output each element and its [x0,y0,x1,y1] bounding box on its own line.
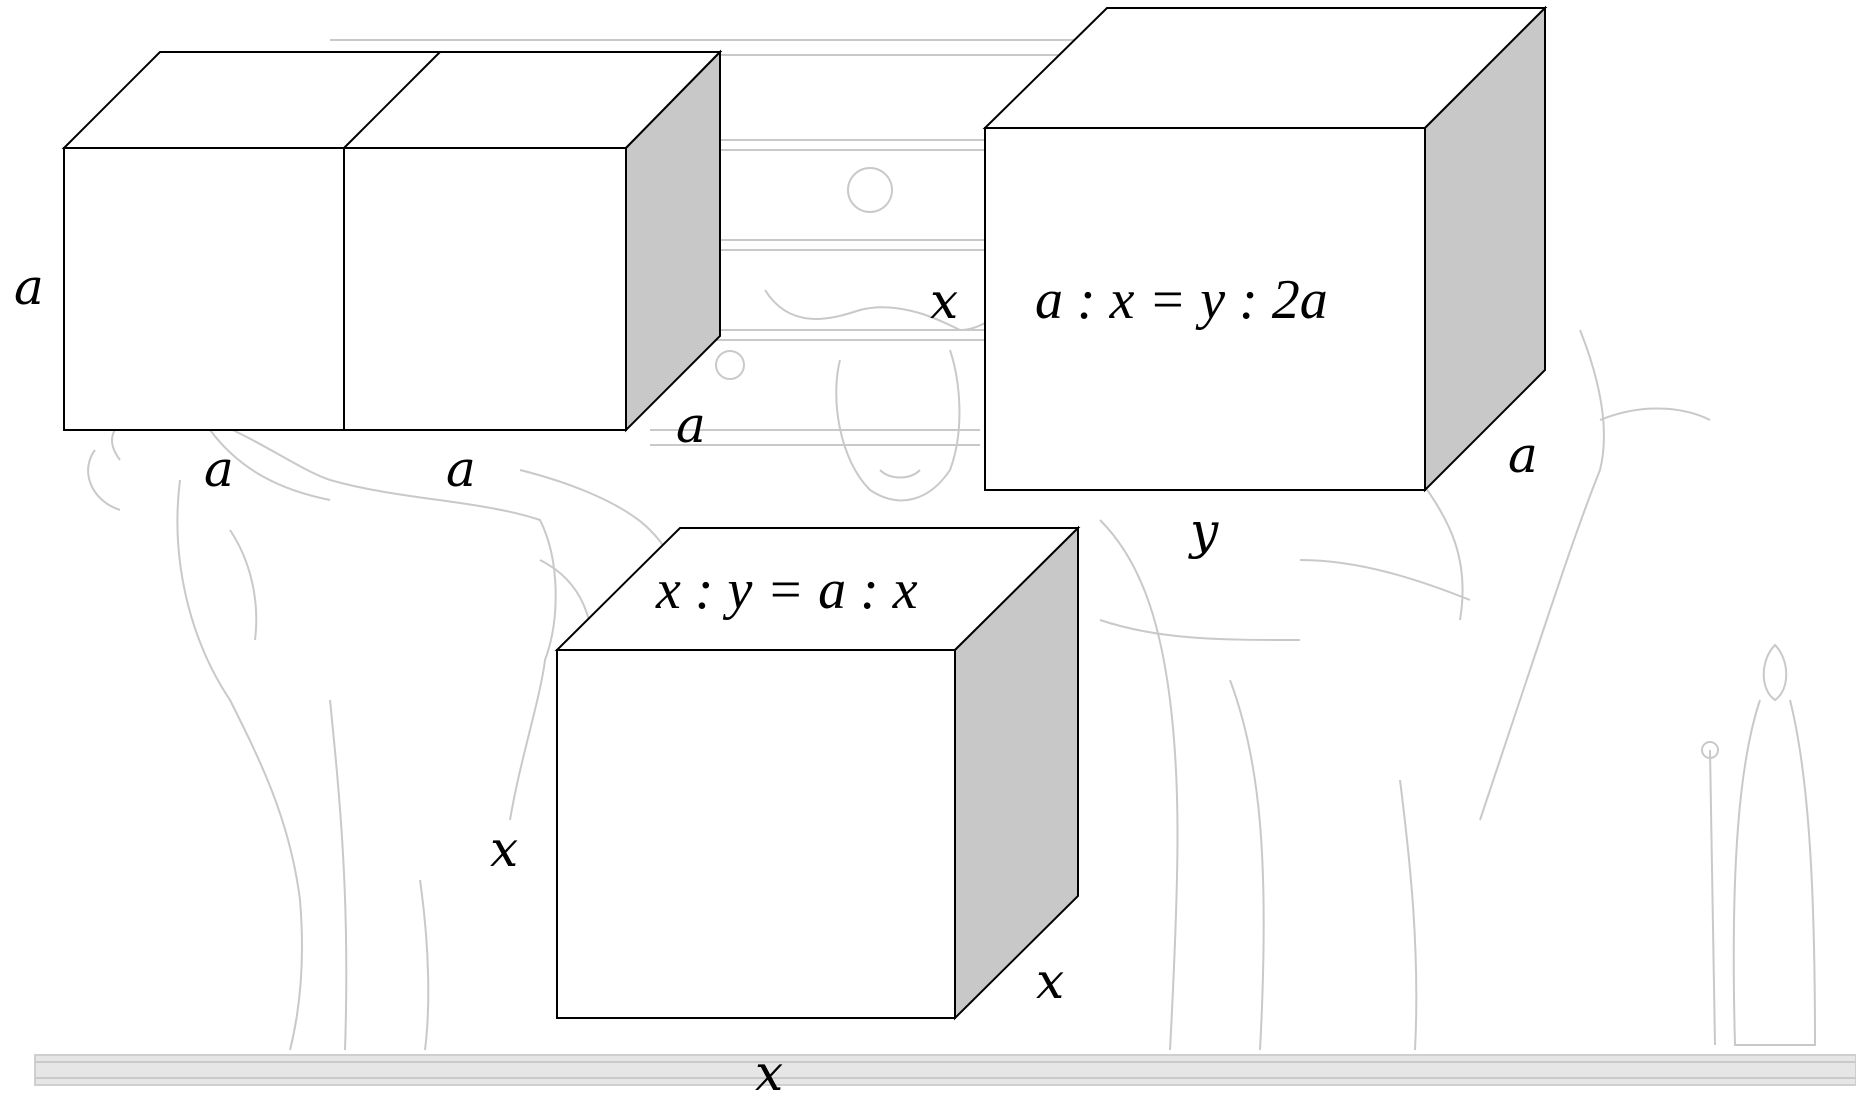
cube-height-label: x [490,820,518,878]
cube-equation: x : y = a : x [655,559,918,621]
cube-front-face [556,649,956,1019]
double-cube-base-left-label: a [204,440,234,498]
standing-figure-drawing [1701,643,1817,1046]
double-cube-box: a a a a [14,49,723,498]
double-cube-top-divider [343,51,441,149]
proportion-box-right: a : x = y : 2a x y a [930,5,1548,560]
double-cube-height-label: a [14,258,44,316]
doubled-cube: x : y = a : x x x x [490,525,1081,1099]
right-box-depth-label: a [1508,426,1538,484]
right-box-base-label: y [1188,502,1219,560]
right-bull-drawing [1099,329,1711,1051]
cube-base-label: x [755,1044,783,1099]
right-box-height-label: x [930,272,958,330]
left-bull-drawing [87,411,557,1051]
double-cube-base-right-label: a [446,440,476,498]
right-box-equation: a : x = y : 2a [1035,269,1328,331]
double-cube-depth-label: a [676,396,706,454]
right-box-front-face [984,127,1426,491]
cube-depth-label: x [1036,952,1064,1010]
